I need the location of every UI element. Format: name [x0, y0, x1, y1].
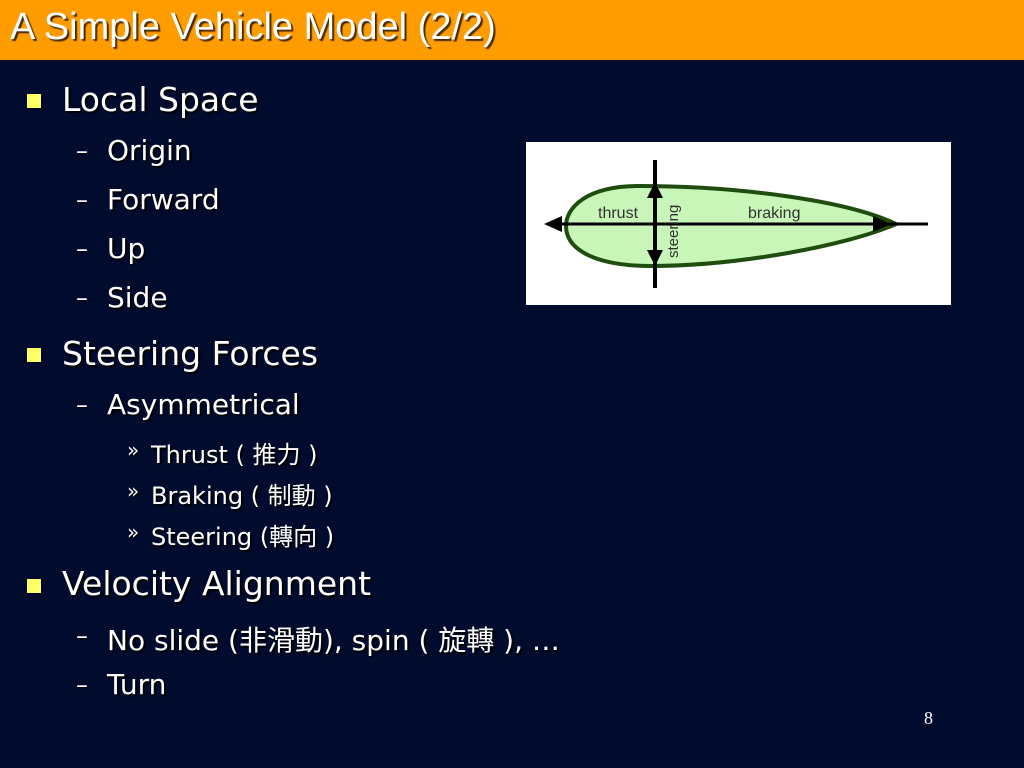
bullet-local-space: Local Space [62, 80, 259, 119]
page-number: 8 [924, 708, 933, 728]
title-bar: A Simple Vehicle Model (2/2) [0, 0, 1024, 60]
subsubitem-steering: Steering (轉向 ) [151, 523, 335, 551]
braking-arrow-head [873, 216, 891, 232]
subsubitem-thrust: Thrust ( 推力 ) [151, 441, 318, 469]
vehicle-diagram: thrust braking steering [526, 142, 951, 305]
label-steering: steering [665, 205, 682, 258]
dash-icon: – [76, 284, 88, 312]
steering-arrow-down [647, 250, 663, 266]
slide-title: A Simple Vehicle Model (2/2) [10, 6, 496, 48]
chevron-icon: » [127, 520, 140, 544]
label-braking: braking [748, 205, 800, 222]
dash-icon: – [76, 622, 88, 650]
chevron-icon: » [127, 438, 140, 462]
bullet-velocity-alignment: Velocity Alignment [62, 564, 372, 603]
bullet-square-icon [27, 348, 41, 362]
label-thrust: thrust [598, 205, 639, 222]
subitem-turn: Turn [107, 668, 167, 701]
dash-icon: – [76, 186, 88, 214]
dash-icon: – [76, 671, 88, 699]
subsubitem-braking: Braking ( 制動 ) [151, 482, 333, 510]
dash-icon: – [76, 137, 88, 165]
subitem-origin: Origin [107, 134, 192, 167]
subitem-asymmetrical: Asymmetrical [107, 388, 300, 421]
bullet-square-icon [27, 94, 41, 108]
vehicle-diagram-svg: thrust braking steering [544, 160, 928, 288]
thrust-arrow-head [544, 216, 562, 232]
subitem-no-slide: No slide (非滑動), spin ( 旋轉 ), … [107, 624, 560, 657]
bullet-steering-forces: Steering Forces [62, 334, 319, 373]
bullet-square-icon [27, 579, 41, 593]
dash-icon: – [76, 391, 88, 419]
subitem-up: Up [107, 232, 146, 265]
vehicle-body-shape [563, 183, 901, 269]
steering-arrow-up [647, 182, 663, 198]
subitem-forward: Forward [107, 183, 220, 216]
dash-icon: – [76, 235, 88, 263]
chevron-icon: » [127, 479, 140, 503]
subitem-side: Side [107, 281, 168, 314]
